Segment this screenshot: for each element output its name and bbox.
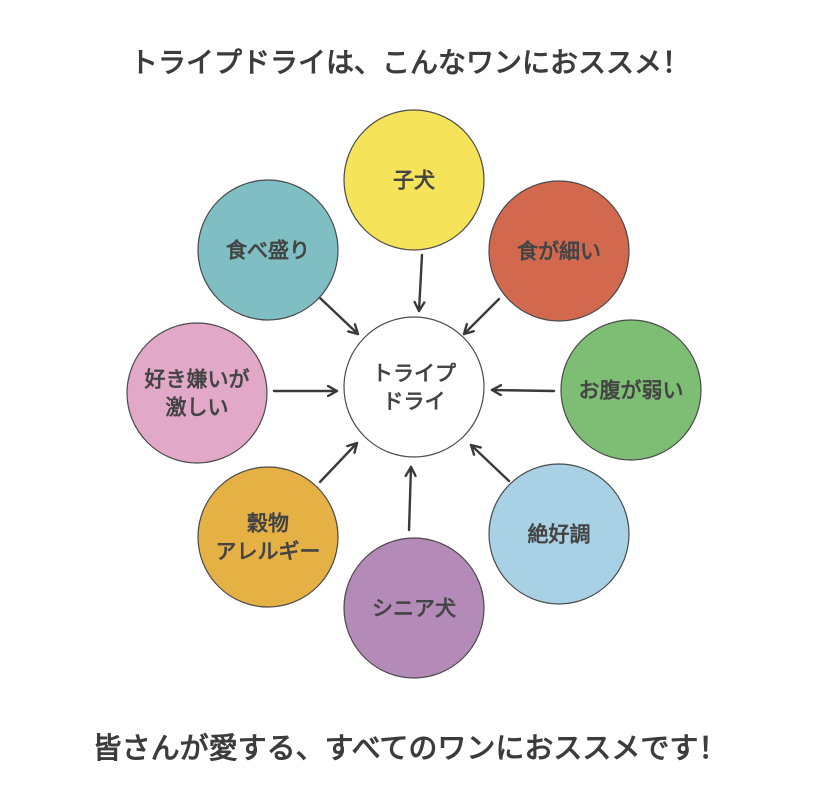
node-big-eater: 食べ盛り — [197, 179, 339, 321]
center-node-label: トライプドライ — [372, 362, 457, 414]
node-big-eater-label-line: 食べ盛り — [226, 239, 310, 263]
arrow-picky-eater — [462, 297, 501, 336]
node-strong-preferences-circle — [126, 322, 268, 464]
node-great-condition-circle — [488, 463, 630, 605]
center-node: トライプドライ — [343, 316, 485, 458]
node-grain-allergy-label: 穀物アレルギー — [216, 512, 321, 564]
node-big-eater-circle — [197, 179, 339, 321]
node-strong-preferences-label: 好き嫌いが激しい — [144, 368, 250, 420]
node-grain-allergy: 穀物アレルギー — [197, 466, 339, 608]
arrow-big-eater — [318, 296, 360, 336]
node-picky-eater-circle — [488, 180, 630, 322]
node-great-condition-label-line: 絶好調 — [528, 523, 591, 547]
node-picky-eater-label-line: 食が細い — [517, 240, 601, 264]
center-node-label-line: ドライ — [383, 390, 446, 414]
node-puppy-label: 子犬 — [393, 169, 436, 193]
node-puppy: 子犬 — [343, 109, 485, 251]
node-strong-preferences-label-line: 激しい — [166, 396, 229, 420]
arrow-weak-stomach — [490, 390, 556, 391]
node-great-condition: 絶好調 — [488, 463, 630, 605]
node-weak-stomach: お腹が弱い — [560, 319, 702, 461]
node-grain-allergy-label-line: アレルギー — [216, 540, 321, 564]
node-picky-eater: 食が細い — [488, 180, 630, 322]
arrow-senior-dog — [409, 465, 411, 532]
node-senior-dog-label-line: シニア犬 — [372, 597, 457, 621]
node-weak-stomach-label: お腹が弱い — [579, 379, 684, 403]
node-great-condition-label: 絶好調 — [528, 523, 591, 547]
arrows — [272, 253, 556, 532]
node-puppy-circle — [343, 109, 485, 251]
node-weak-stomach-circle — [560, 319, 702, 461]
arrow-grain-allergy — [318, 441, 359, 484]
footer-message: 皆さんが愛する、すべてのワンにおススメです！ — [92, 731, 728, 765]
node-strong-preferences: 好き嫌いが激しい — [126, 322, 268, 464]
node-grain-allergy-label-line: 穀物 — [247, 512, 289, 536]
node-picky-eater-label: 食が細い — [517, 240, 601, 264]
arrow-great-condition — [469, 443, 511, 483]
node-strong-preferences-label-line: 好き嫌いが — [144, 368, 250, 392]
node-senior-dog: シニア犬 — [343, 537, 485, 679]
node-senior-dog-label: シニア犬 — [372, 597, 457, 621]
node-big-eater-label: 食べ盛り — [226, 239, 310, 263]
node-puppy-label-line: 子犬 — [393, 169, 436, 193]
node-grain-allergy-circle — [197, 466, 339, 608]
center-node-label-line: トライプ — [372, 362, 457, 386]
page-title: トライプドライは、こんなワンにおススメ！ — [129, 46, 690, 79]
node-weak-stomach-label-line: お腹が弱い — [579, 379, 684, 403]
node-senior-dog-circle — [343, 537, 485, 679]
arrow-puppy — [419, 253, 422, 313]
center-node-circle — [343, 316, 485, 458]
